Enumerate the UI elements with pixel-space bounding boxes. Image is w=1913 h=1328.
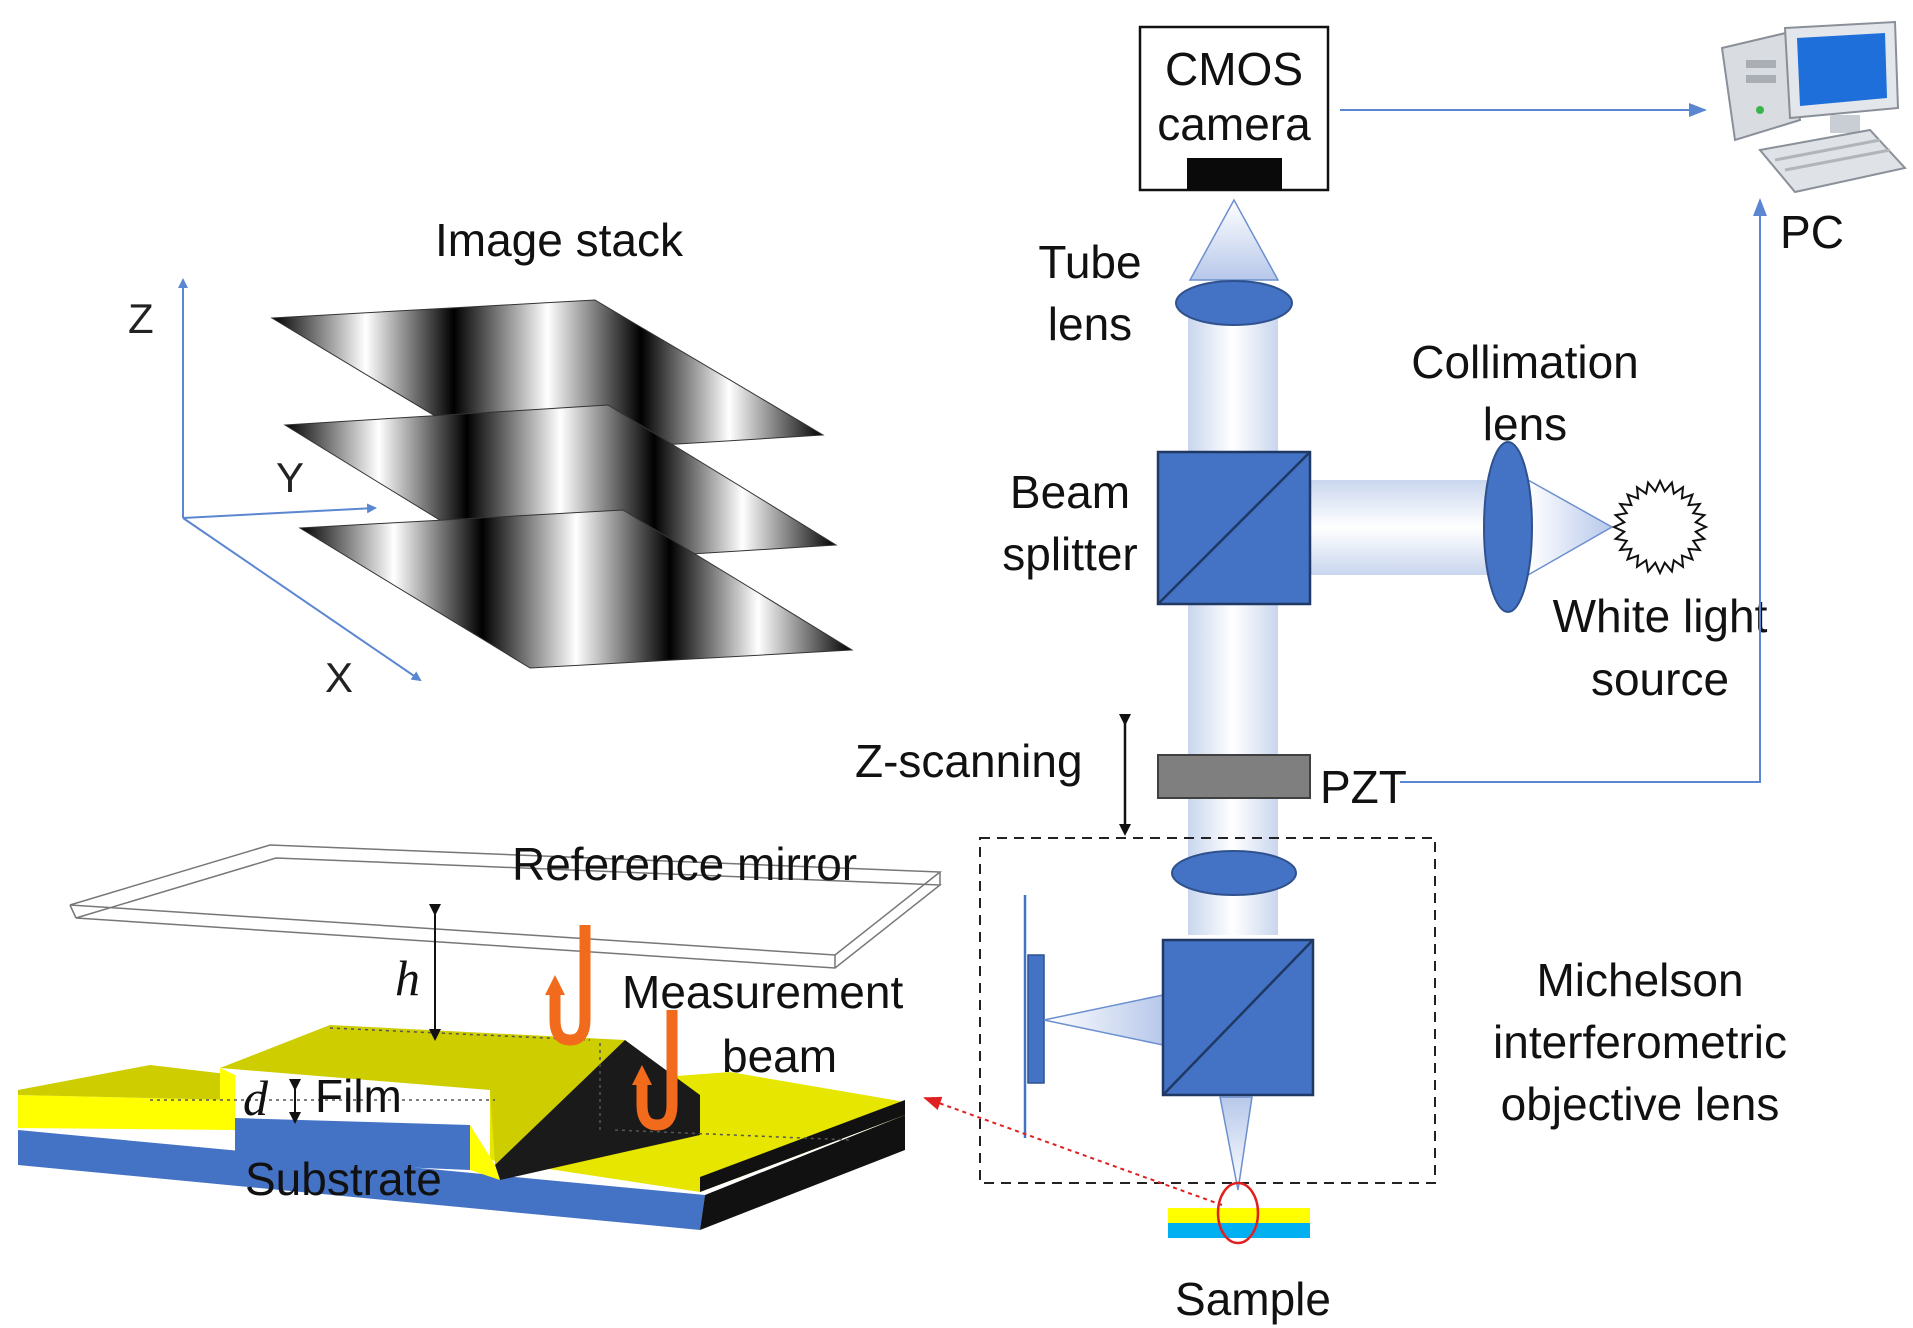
- tube-label: Tube: [1038, 236, 1141, 288]
- objective-lens-label: objective lens: [1501, 1078, 1780, 1130]
- d-symbol: d: [243, 1070, 269, 1126]
- horizontal-beam: [1310, 480, 1490, 575]
- sample-substrate: [1168, 1223, 1310, 1238]
- desktop-computer-icon: [1720, 20, 1907, 194]
- michelson-label: Michelson: [1536, 954, 1743, 1006]
- thin-film-sample-3d: [18, 844, 943, 1230]
- pzt-label: PZT: [1320, 761, 1407, 813]
- interferogram-layer-top: [270, 299, 825, 456]
- splitter-label: splitter: [1002, 528, 1137, 580]
- collimation-label: Collimation: [1411, 336, 1639, 388]
- cmos-label: CMOS: [1165, 43, 1303, 95]
- source-label: source: [1591, 653, 1729, 705]
- collimation-lens: [1483, 441, 1533, 613]
- camera-sensor: [1187, 158, 1282, 190]
- image-stack-label: Image stack: [435, 214, 684, 266]
- reference-cone: [1043, 994, 1164, 1046]
- sample-highlight: [1216, 1181, 1260, 1245]
- substrate-label: Substrate: [245, 1153, 442, 1205]
- image-stack: [270, 299, 854, 669]
- h-symbol: h: [395, 950, 420, 1006]
- sample-label: Sample: [1175, 1273, 1331, 1325]
- collimation-lens-label: lens: [1483, 398, 1567, 450]
- pzt-to-pc-arrow: [1400, 198, 1767, 783]
- interferometric-label: interferometric: [1493, 1016, 1787, 1068]
- x-axis-label: X: [325, 654, 353, 701]
- source-cone: [1527, 478, 1614, 577]
- white-light-label: White light: [1553, 590, 1768, 642]
- michelson-objective-box: [979, 837, 1436, 1184]
- reference-mirror-label: Reference mirror: [512, 838, 857, 890]
- vertical-beam: [1188, 315, 1278, 935]
- focus-cone: [1219, 1096, 1253, 1191]
- interferogram-layer-bottom: [298, 509, 854, 669]
- sample-film: [1168, 1208, 1310, 1223]
- tube-lens-cone: [1188, 198, 1280, 281]
- beam-splitter-bottom-diagonal: [1162, 939, 1314, 1096]
- measurement-label: Measurement: [622, 966, 903, 1018]
- beam-splitter-diagonal: [1157, 451, 1311, 605]
- pzt-actuator: [1157, 754, 1311, 799]
- zoom-pointer-arrow: [923, 1096, 1223, 1206]
- film-label: Film: [315, 1070, 402, 1122]
- pc-label: PC: [1780, 206, 1844, 258]
- interferogram-layer-middle: [283, 404, 838, 566]
- objective-reference-mirror: [1027, 954, 1045, 1084]
- camera-label: camera: [1157, 98, 1311, 150]
- z-scanning-label: Z-scanning: [855, 735, 1083, 787]
- measurement-beam-paths: [545, 925, 678, 1131]
- starburst-icon: [1611, 478, 1709, 576]
- measurement-beam-label: beam: [722, 1030, 837, 1082]
- beam-label: Beam: [1010, 466, 1130, 518]
- tube-lens: [1175, 280, 1293, 326]
- z-axis-label: Z: [128, 295, 154, 342]
- xyz-axes: [178, 278, 422, 682]
- objective-lens: [1171, 850, 1297, 896]
- y-axis-label: Y: [276, 454, 304, 501]
- tube-lens-label: lens: [1048, 298, 1132, 350]
